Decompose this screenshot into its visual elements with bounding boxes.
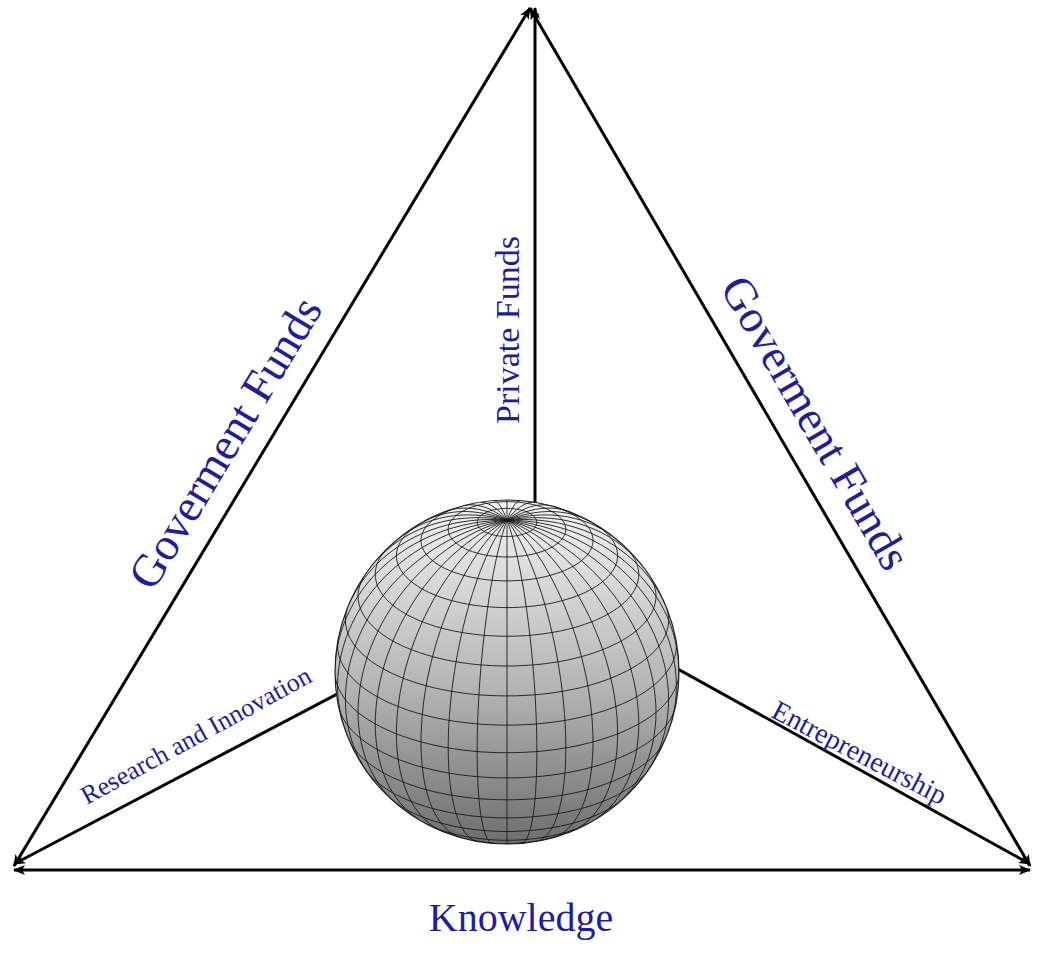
edge-label: Private Funds <box>491 236 525 424</box>
globe-gridline <box>507 520 656 804</box>
globe-gridline <box>507 500 508 520</box>
globe-gridline <box>507 518 643 566</box>
globe-gridline <box>477 520 507 843</box>
globe-gridline <box>396 520 507 831</box>
edge-label: Goverment Funds <box>120 289 330 596</box>
globe-gridline <box>375 520 507 820</box>
globe-gridline <box>338 520 507 732</box>
edge-label: Research and Innovation <box>76 663 315 810</box>
globe-gridline <box>358 520 507 804</box>
globe-gridline <box>507 520 566 841</box>
outer-edge <box>14 869 1030 872</box>
globe-gridline <box>507 501 521 520</box>
globe-grid <box>335 500 679 844</box>
globe <box>335 500 679 844</box>
globe-gridline <box>507 520 665 605</box>
edge-label: Knowledge <box>429 898 613 938</box>
globe-gridline <box>507 520 508 844</box>
globe-gridline <box>507 512 590 522</box>
globe-gridline <box>507 520 676 732</box>
edge-lines <box>14 8 1030 870</box>
globe-gridline <box>507 520 639 820</box>
globe-gridline <box>448 520 507 841</box>
edge-label: Goverment Funds <box>712 268 918 577</box>
edge-label: Entrepreneurship <box>767 696 951 810</box>
globe-gridline <box>507 520 679 672</box>
globe-gridline <box>507 520 618 831</box>
globe-gridline <box>507 515 612 536</box>
globe-gridline <box>335 520 507 664</box>
globe-gridline <box>507 520 669 772</box>
globe-gridline <box>507 520 593 837</box>
